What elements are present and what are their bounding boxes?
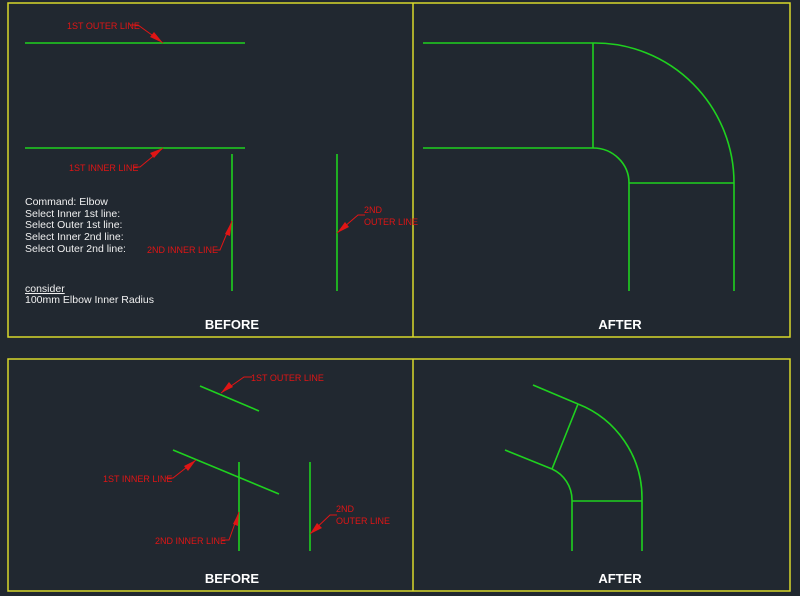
first-outer-line[interactable] bbox=[199, 385, 260, 412]
after-title: AFTER bbox=[598, 317, 642, 332]
outer-pipe-line[interactable] bbox=[532, 384, 579, 405]
label-second-inner-line: 2ND INNER LINE bbox=[147, 245, 218, 255]
bottom-before-panel: 1ST OUTER LINE 1ST INNER LINE 2ND INNER … bbox=[103, 373, 390, 586]
label-first-outer-line: 1ST OUTER LINE bbox=[67, 21, 140, 31]
top-before-panel: 1ST OUTER LINE 1ST INNER LINE 2ND INNER … bbox=[25, 21, 418, 332]
elbow-start-cap[interactable] bbox=[551, 403, 579, 470]
arrow-inner1-icon bbox=[184, 460, 196, 471]
after-title: AFTER bbox=[598, 571, 642, 586]
arrow-inner2-icon bbox=[233, 512, 239, 526]
arrow-outer2-icon bbox=[310, 523, 322, 534]
elbow-outer-arc[interactable] bbox=[594, 42, 735, 184]
arrow-inner2-icon bbox=[225, 221, 232, 236]
label-second-outer-b: OUTER LINE bbox=[336, 516, 390, 526]
elbow-inner-arc[interactable] bbox=[592, 147, 630, 184]
elbow-inner-arc[interactable] bbox=[551, 468, 573, 501]
label-first-outer-line: 1ST OUTER LINE bbox=[251, 373, 324, 383]
label-second-outer-a: 2ND bbox=[336, 504, 355, 514]
label-second-inner-line: 2ND INNER LINE bbox=[155, 536, 226, 546]
note-heading: consider bbox=[25, 283, 65, 295]
before-title: BEFORE bbox=[205, 317, 260, 332]
label-second-outer-a: 2ND bbox=[364, 205, 383, 215]
elbow-outer-arc[interactable] bbox=[577, 403, 643, 499]
arrow-outer1-icon bbox=[221, 382, 233, 393]
top-frame bbox=[7, 2, 791, 338]
bottom-after-panel: AFTER bbox=[504, 384, 643, 586]
label-first-inner-line: 1ST INNER LINE bbox=[103, 474, 172, 484]
arrow-outer2-icon bbox=[337, 222, 349, 233]
command-line-2: Select Inner 1st line: bbox=[25, 208, 120, 220]
label-second-outer-b: OUTER LINE bbox=[364, 217, 418, 227]
first-inner-line[interactable] bbox=[172, 449, 280, 495]
arrow-inner1-icon bbox=[150, 148, 163, 158]
command-line-4: Select Inner 2nd line: bbox=[25, 231, 124, 243]
command-line-1: Command: Elbow bbox=[25, 196, 108, 208]
note-text: 100mm Elbow Inner Radius bbox=[25, 294, 154, 306]
label-first-inner-line: 1ST INNER LINE bbox=[69, 163, 138, 173]
command-line-3: Select Outer 1st line: bbox=[25, 219, 122, 231]
command-line-5: Select Outer 2nd line: bbox=[25, 243, 126, 255]
bottom-frame bbox=[7, 358, 791, 592]
before-title: BEFORE bbox=[205, 571, 260, 586]
inner-pipe-line[interactable] bbox=[504, 449, 553, 470]
top-after-panel: AFTER bbox=[423, 42, 735, 332]
arrow-outer1-icon bbox=[150, 32, 163, 43]
